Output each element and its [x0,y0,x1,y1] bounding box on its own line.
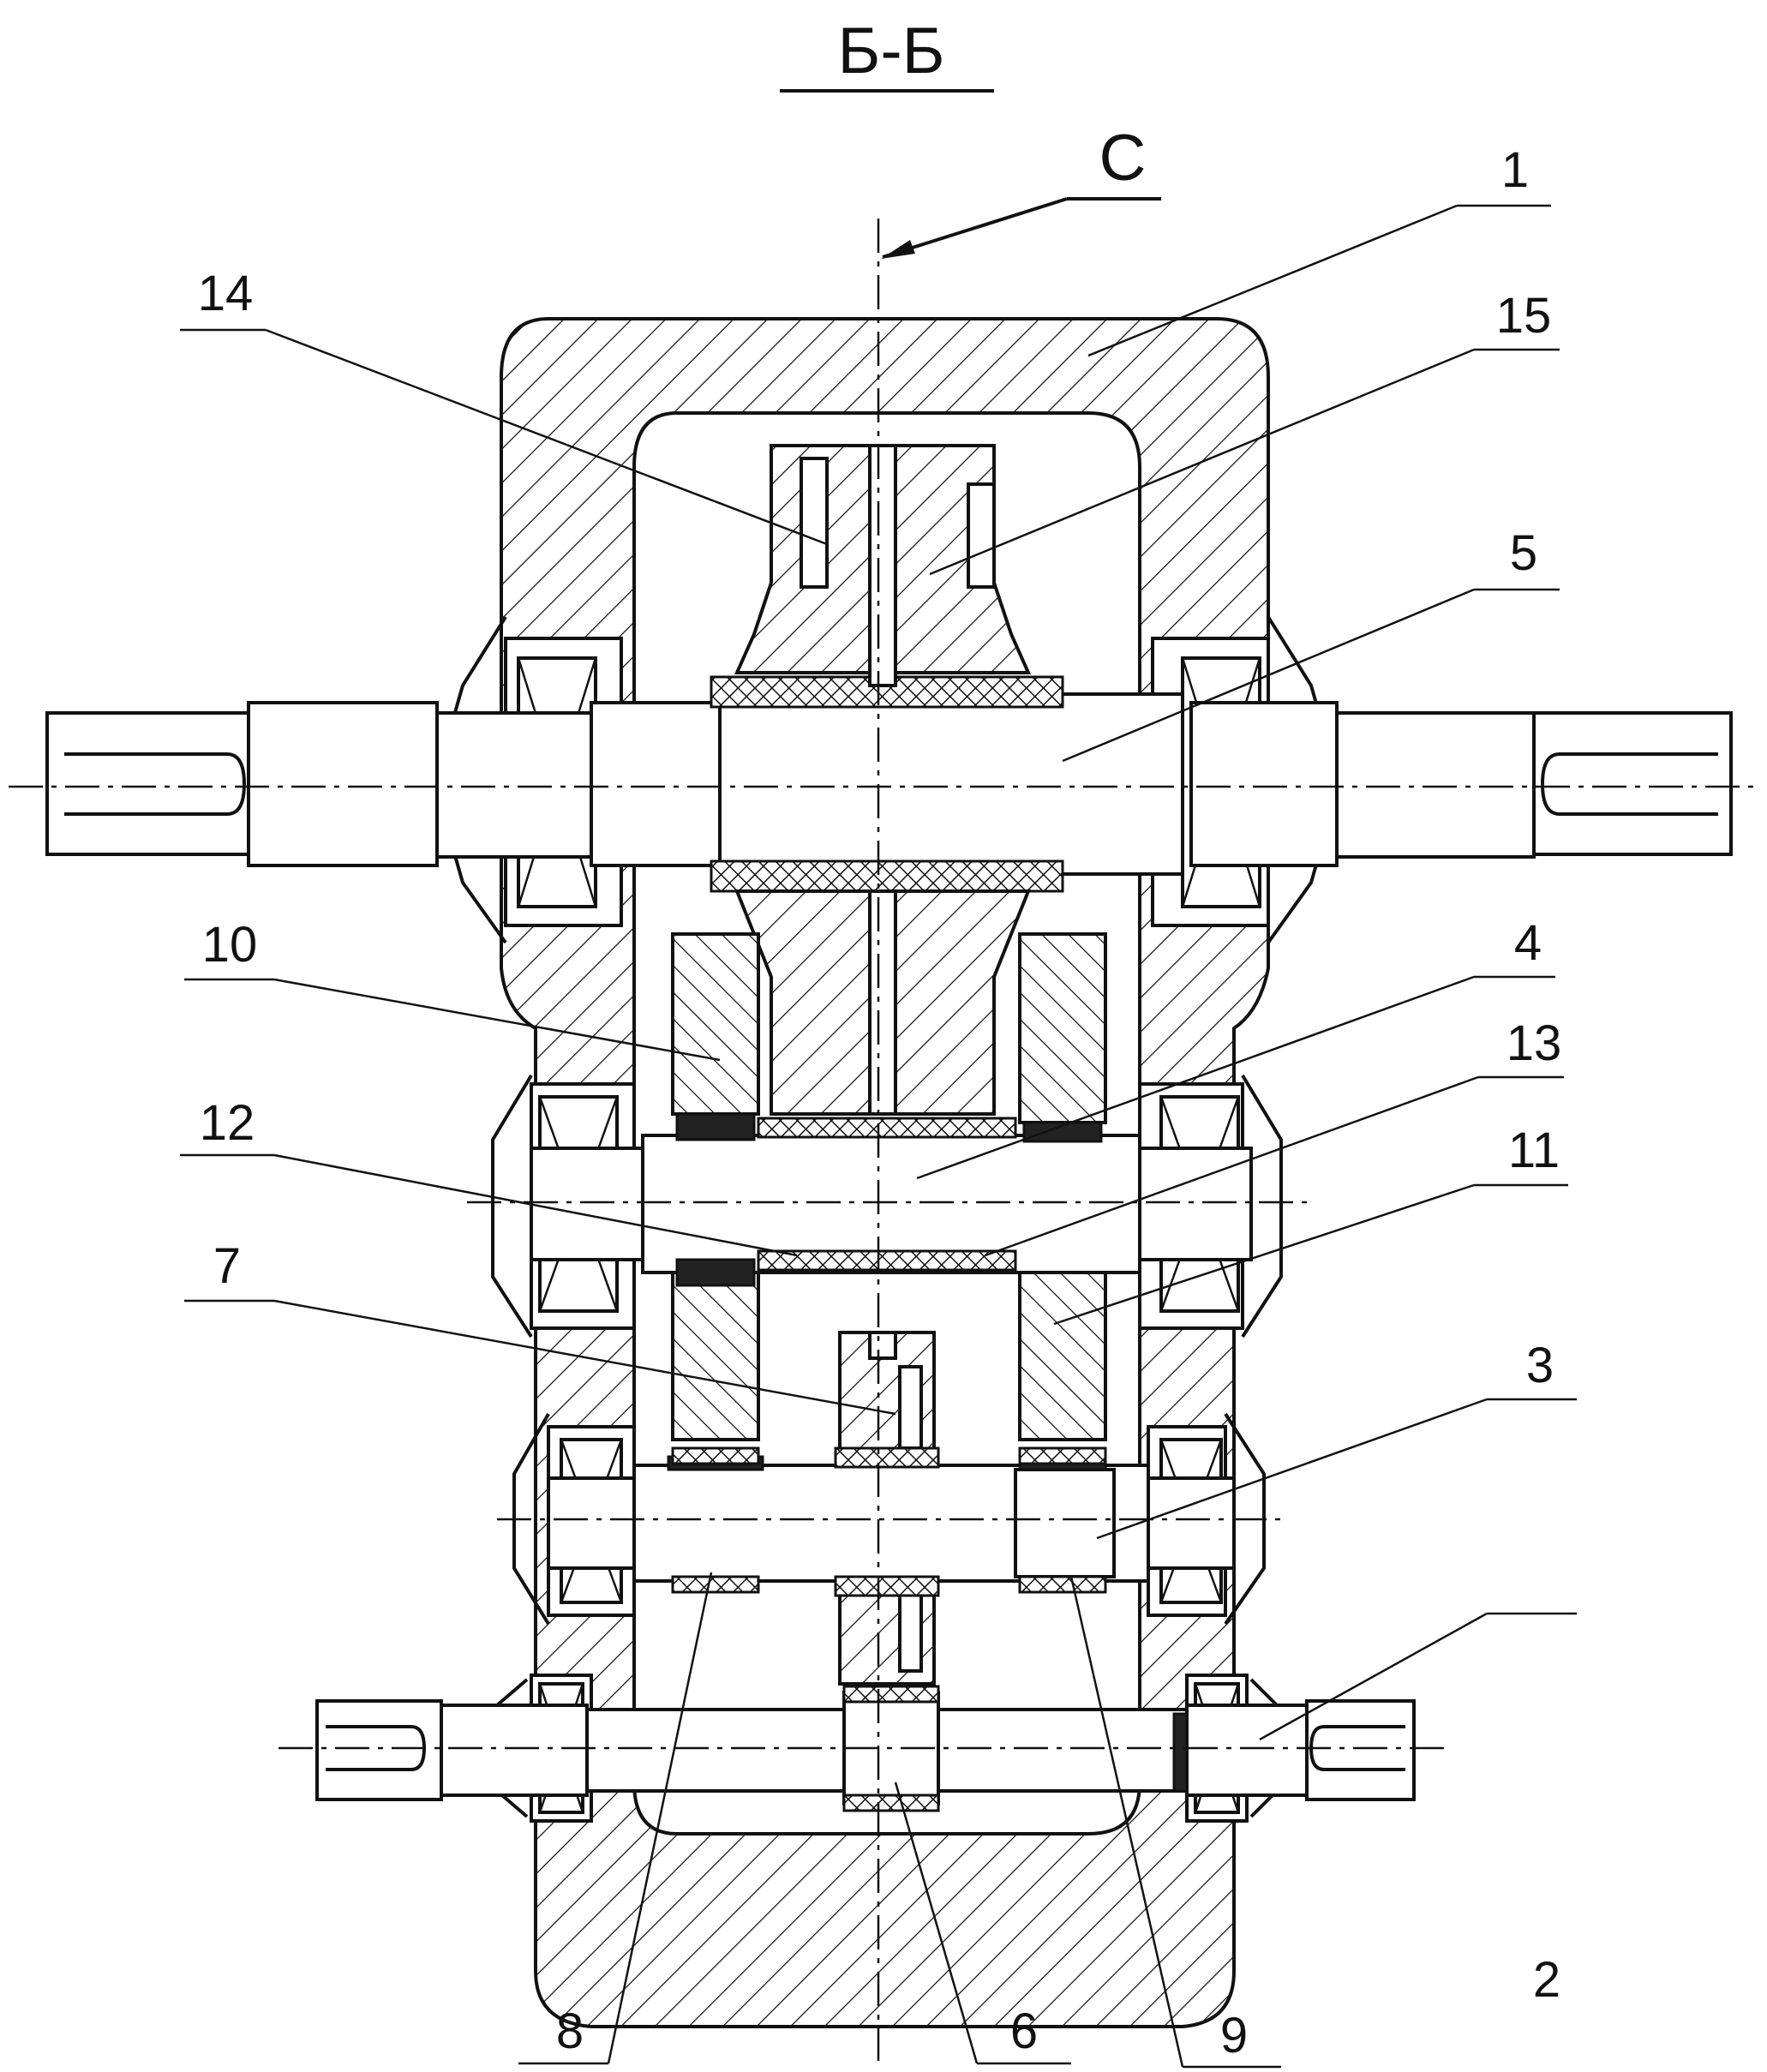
callout-11: 11 [1508,1123,1560,1178]
callout-1: 1 [1501,142,1529,198]
shaft-4 [530,1112,1253,1287]
callout-6: 6 [1010,2003,1038,2059]
shaft-2 [315,1685,1416,1812]
shaft-5 [45,675,1733,893]
section-arrow-c [881,197,1161,259]
section-label-c: С [1099,122,1147,195]
callout-3: 3 [1526,1338,1554,1393]
gear-pair-14-15 [734,444,1032,1116]
callout-13: 13 [1506,1015,1562,1071]
callout-12: 12 [200,1095,255,1151]
callout-labels: 1 2 3 4 5 6 7 8 9 10 11 12 13 14 15 [198,142,1562,2063]
centerlines [9,219,1761,2061]
callout-9: 9 [1220,2008,1248,2063]
callout-15: 15 [1496,288,1552,344]
callout-14: 14 [198,266,254,321]
section-title: Б-Б [837,15,944,87]
callout-10: 10 [202,917,258,973]
callout-4: 4 [1514,915,1542,971]
callout-5: 5 [1510,525,1537,581]
shaft-3 [547,1446,1236,1597]
callout-8: 8 [556,2003,584,2059]
gear-7 [838,1331,936,1686]
callout-2: 2 [1533,1952,1560,2008]
leader-lines [180,204,1577,2069]
callout-7: 7 [213,1238,241,1294]
